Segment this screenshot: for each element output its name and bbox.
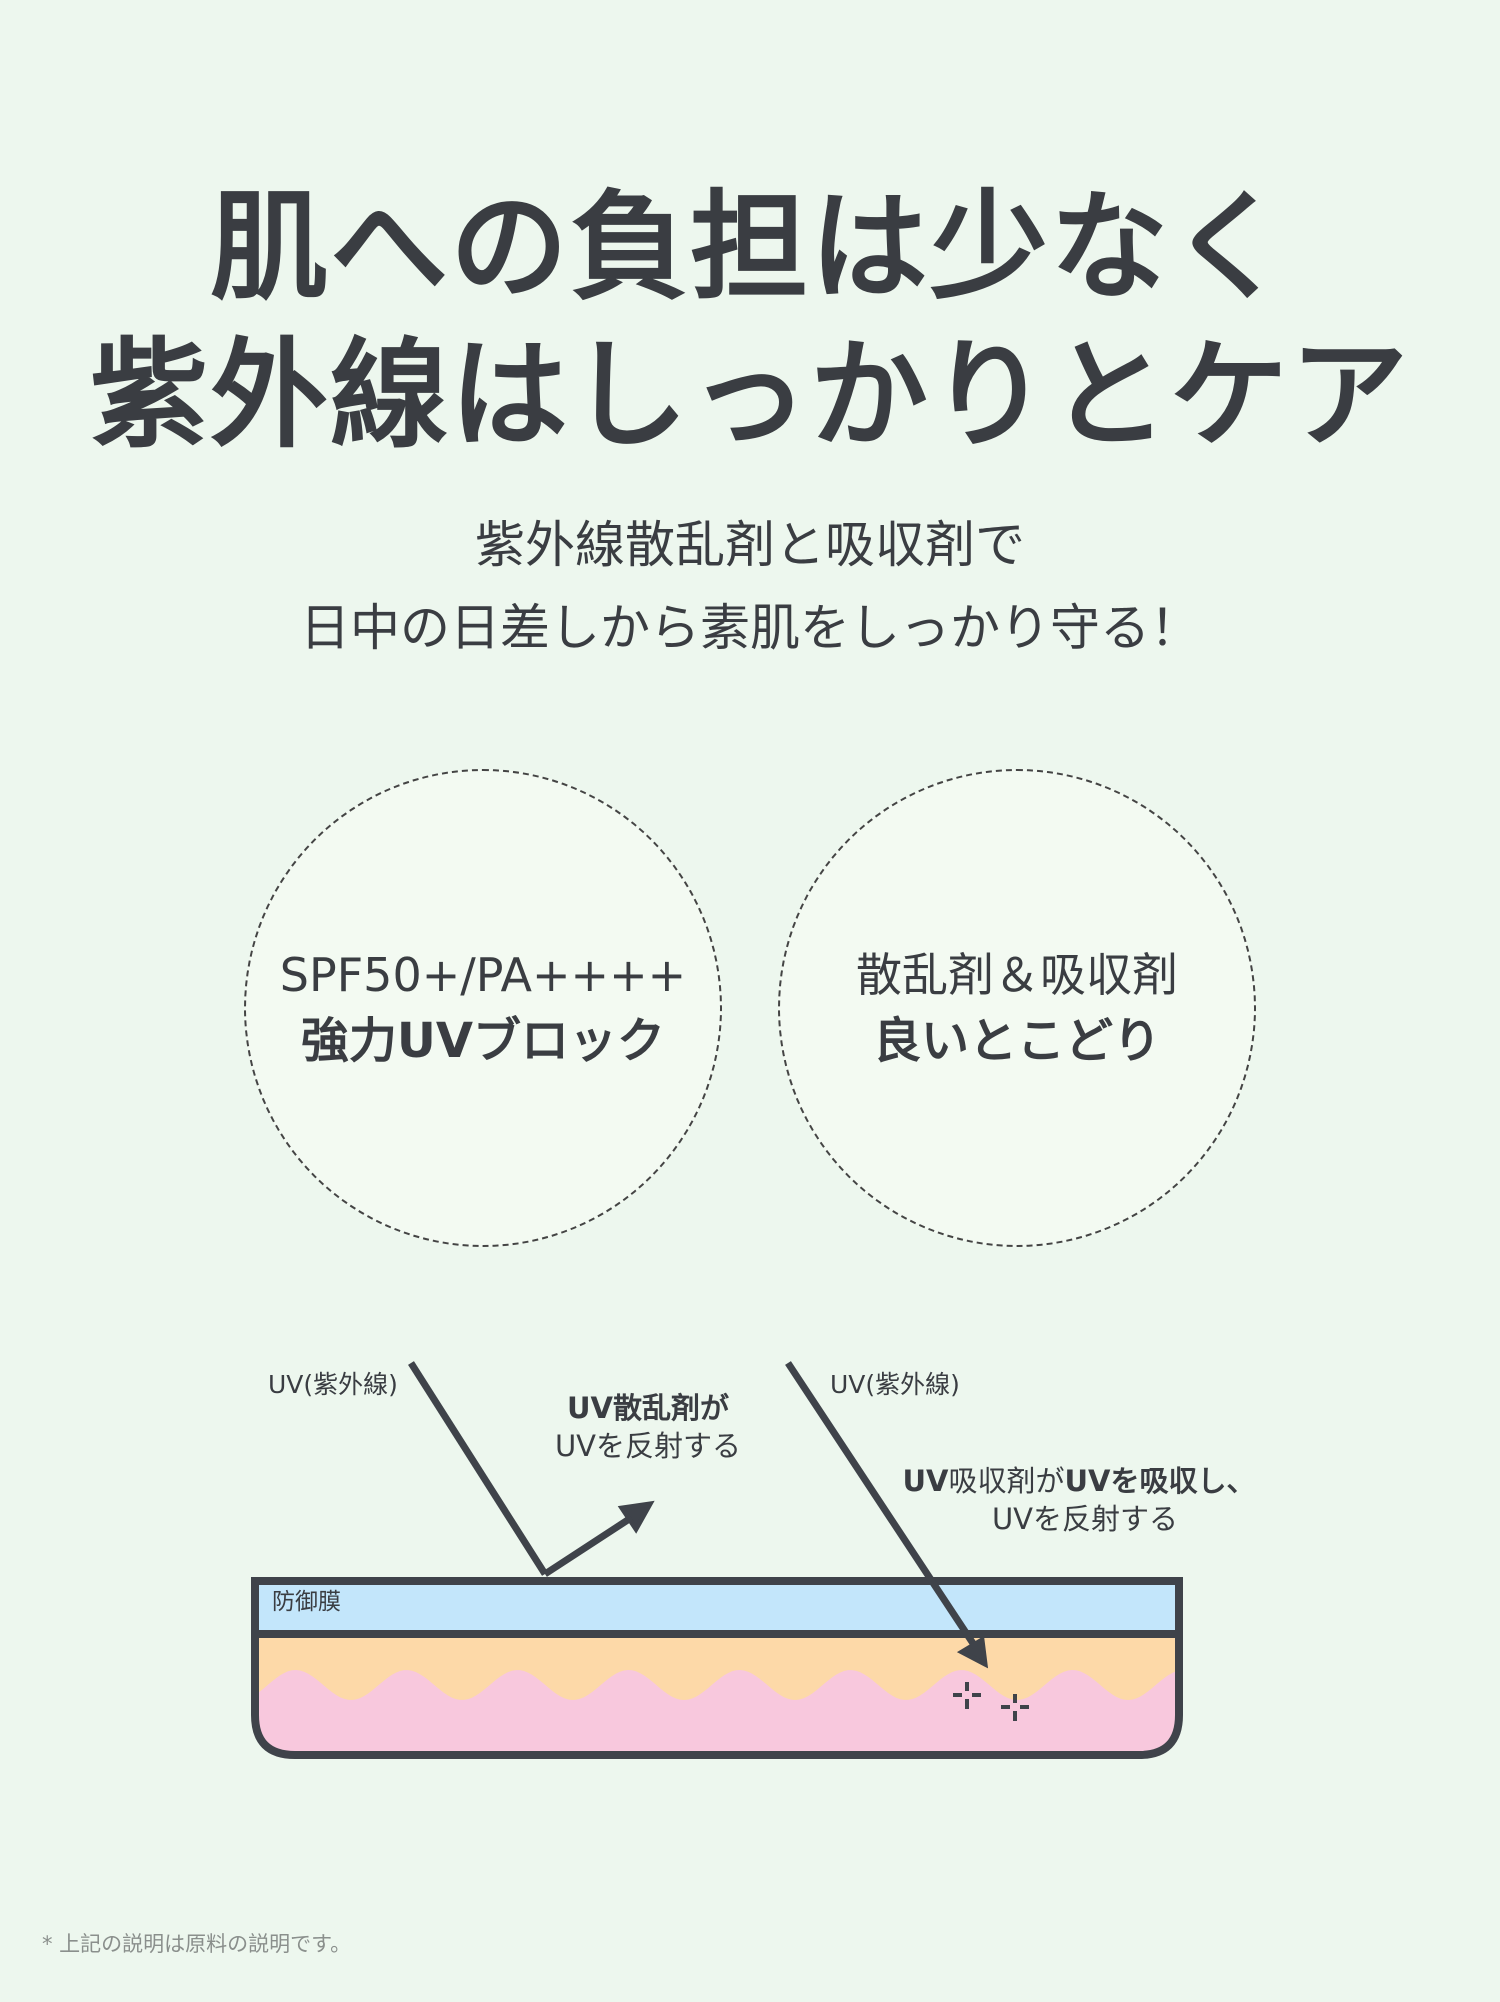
uv-label-right: UV(紫外線) xyxy=(830,1370,960,1399)
absorbed-arrow-head-icon xyxy=(956,1635,989,1669)
subtitle-line-1: 紫外線散乱剤と吸収剤で xyxy=(475,516,1025,574)
uv-ray-right xyxy=(785,1361,983,1656)
uv-label-left: UV(紫外線) xyxy=(268,1370,398,1399)
scatter-agent-text: UVを反射する xyxy=(554,1429,742,1463)
reflected-arrow-head-icon xyxy=(617,1500,655,1534)
reflected-ray xyxy=(543,1509,642,1577)
sparkle-icon xyxy=(953,1682,981,1709)
protective-film-label: 防御膜 xyxy=(272,1589,341,1615)
absorb-agent-text: UVを反射する xyxy=(991,1502,1179,1536)
feature-spf-caption: 強力UVブロック xyxy=(300,1013,666,1069)
absorb-uv-absorb: UVを吸収し、 xyxy=(1064,1464,1256,1498)
footnote: * 上記の説明は原料の説明です。 xyxy=(42,1932,352,1956)
absorb-uv: UV xyxy=(902,1464,949,1498)
skin-box-outline xyxy=(251,1577,1183,1759)
skin-wave-layer xyxy=(255,1670,1179,1755)
feature-circle-spf: SPF50+/PA++++ 強力UVブロック xyxy=(244,769,722,1247)
feature-circle-agents: 散乱剤＆吸収剤 良いとこどり xyxy=(778,769,1256,1247)
sparkle-icon xyxy=(1001,1694,1029,1721)
absorb-agent: 吸収剤が xyxy=(948,1464,1065,1498)
headline-line-2: 紫外線はしっかりとケア xyxy=(89,326,1410,464)
absorb-agent-title: UV吸収剤がUVを吸収し、 xyxy=(902,1467,1255,1496)
subtitle-line-2: 日中の日差しから素肌をしっかり守る！ xyxy=(300,599,1200,657)
scatter-agent-title: UV散乱剤が xyxy=(567,1391,729,1425)
feature-spf-value: SPF50+/PA++++ xyxy=(279,948,687,1002)
feature-agents-caption: 良いとこどり xyxy=(872,1013,1161,1069)
feature-agents-value: 散乱剤＆吸収剤 xyxy=(856,948,1178,1002)
headline-line-1: 肌への負担は少なく xyxy=(209,178,1290,316)
protective-film-layer xyxy=(255,1581,1179,1634)
uv-ray-left xyxy=(408,1361,548,1576)
